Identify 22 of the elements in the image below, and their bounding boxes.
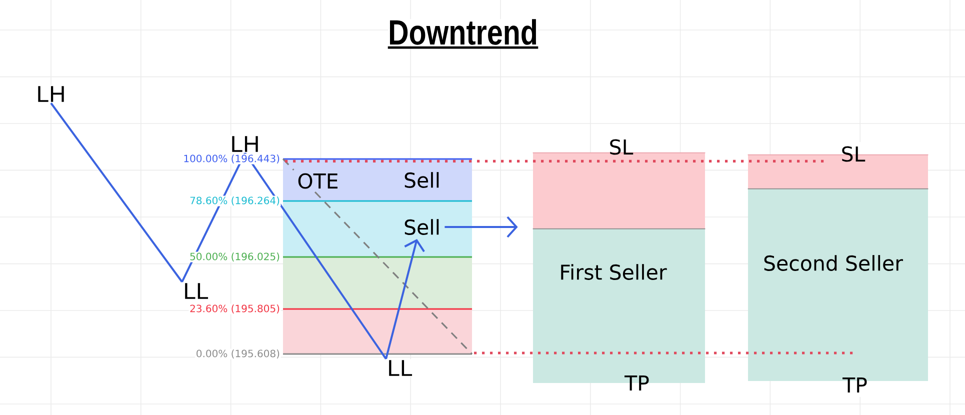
take-profit-zone: First Seller TP [532,228,706,390]
node-label: SL [610,139,634,155]
take-profit-zone: Second Seller TP [747,188,929,392]
swing-point-label: LL [386,359,414,377]
level-label: 78.60% (196.264) [188,196,281,206]
level-label: 50.00% (196.025) [188,252,281,262]
swing-point-label: LH [35,85,67,103]
swing-point-label: LL [182,282,210,300]
level-label: 100.00% (196.443) [182,154,281,164]
arrow [444,216,518,238]
stop-loss-zone: SL [747,146,929,189]
level-label: 0.00% (195.608) [195,348,281,360]
zone-label: OTE [296,172,340,190]
signal-label: Sell [402,218,442,236]
trend-line [244,152,387,360]
swing-point-label: LH [229,135,261,153]
level-label: 23.60% (195.805) [188,304,281,314]
trend-line [50,102,183,282]
arrow [385,239,425,360]
stop-loss-zone: SL [532,139,706,229]
title: Downtrend [388,19,538,49]
zone-label: Sell [402,171,442,189]
